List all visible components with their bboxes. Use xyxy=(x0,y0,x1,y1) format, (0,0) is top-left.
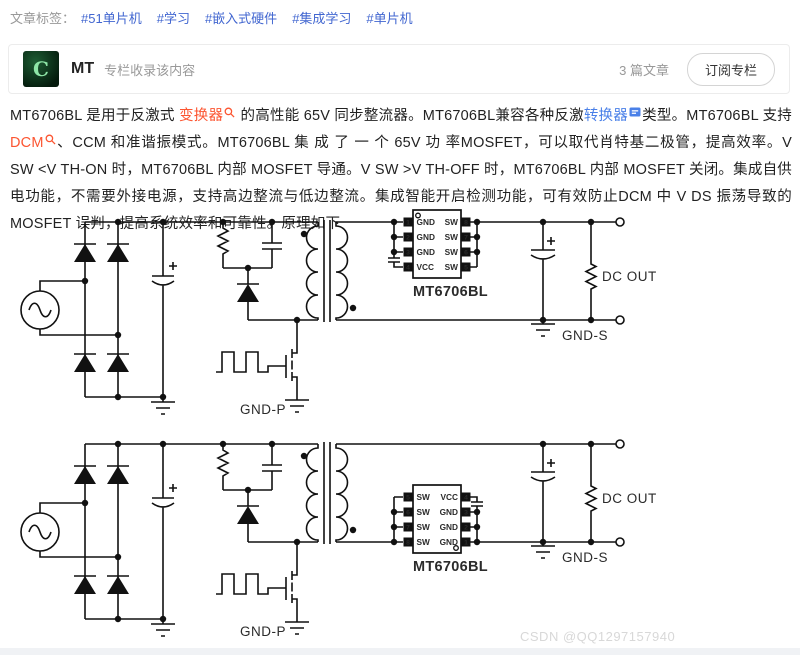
watermark: CSDN @QQ1297157940 xyxy=(520,629,676,644)
pin-number: 6 xyxy=(406,510,410,517)
column-name[interactable]: MT xyxy=(71,60,95,77)
pin-label: SW xyxy=(445,247,459,257)
inline-link[interactable]: 变换器 xyxy=(179,107,236,124)
pin-number: 3 xyxy=(464,510,468,517)
chip-2-name: MT6706BL xyxy=(413,559,488,575)
article-tag[interactable]: #集成学习 xyxy=(292,11,352,26)
pin-box xyxy=(461,262,471,272)
chip-2 xyxy=(412,484,462,554)
pin-label: SW xyxy=(445,262,459,272)
pin-number: 4 xyxy=(406,265,410,272)
pin-label: VCC xyxy=(417,262,435,272)
pin-box xyxy=(403,262,413,272)
article-paragraph: MT6706BL 是用于反激式 变换器 的高性能 65V 同步整流器。MT670… xyxy=(10,103,792,238)
paragraph-text: 的高性能 65V 同步整流器。MT6706BL兼容各种反激 xyxy=(236,108,584,124)
article-tag[interactable]: #单片机 xyxy=(366,11,413,26)
pin1-marker-icon xyxy=(453,545,459,551)
gnd-p-label: GND-P xyxy=(240,624,286,639)
pin-label: SW xyxy=(417,507,431,517)
pin-number: 5 xyxy=(406,495,410,502)
article-tags-row: 文章标签： #51单片机 #学习 #嵌入式硬件 #集成学习 #单片机 xyxy=(10,8,428,27)
pin-box xyxy=(403,247,413,257)
pin-box xyxy=(403,492,413,502)
pin-box xyxy=(403,522,413,532)
paragraph-text: 、CCM 和准谐振模式。MT6706BL 集 成 了 一 个 65V 功 率MO… xyxy=(10,135,792,232)
pin-label: SW xyxy=(417,522,431,532)
pin-box xyxy=(461,507,471,517)
tags-label: 文章标签： xyxy=(10,11,76,26)
article-tag[interactable]: #51单片机 xyxy=(81,11,142,26)
paragraph-text: MT6706BL 是用于反激式 xyxy=(10,108,179,124)
pin-box xyxy=(461,492,471,502)
dc-out-label: DC OUT xyxy=(602,491,657,506)
gnd-p-label: GND-P xyxy=(240,402,286,417)
pin-number: 8 xyxy=(406,540,410,547)
article-tag[interactable]: #学习 xyxy=(156,11,190,26)
avatar[interactable]: C xyxy=(23,51,59,87)
gnd-s-label: GND-S xyxy=(562,328,608,343)
gnd-s-label: GND-S xyxy=(562,550,608,565)
inline-link[interactable]: DCM xyxy=(10,134,57,151)
subscribe-button[interactable]: 订阅专栏 xyxy=(686,52,775,86)
page-bottom-strip xyxy=(0,648,800,655)
pin-label: GND xyxy=(440,522,458,532)
pin-number: 7 xyxy=(406,525,410,532)
article-count: 3 篇文章 xyxy=(619,62,669,78)
link-card-icon xyxy=(628,107,642,124)
dc-out-label: DC OUT xyxy=(602,269,657,284)
tag-list: #51单片机 #学习 #嵌入式硬件 #集成学习 #单片机 xyxy=(81,8,428,27)
pin-label: SW xyxy=(417,492,431,502)
inline-link[interactable]: 转换器 xyxy=(584,107,642,124)
pin-number: 5 xyxy=(464,265,468,272)
pin-number: 1 xyxy=(464,540,468,547)
column-desc: 专栏收录该内容 xyxy=(104,62,196,78)
pin-label: GND xyxy=(417,247,435,257)
search-icon xyxy=(44,134,57,151)
pin-box xyxy=(461,522,471,532)
article-tag[interactable]: #嵌入式硬件 xyxy=(204,11,278,26)
search-icon xyxy=(223,107,236,124)
pin-box xyxy=(461,537,471,547)
pin-box xyxy=(461,247,471,257)
column-card: C MT 专栏收录该内容 3 篇文章 订阅专栏 xyxy=(8,44,790,94)
pin-box xyxy=(403,537,413,547)
pin-label: VCC xyxy=(440,492,458,502)
output-terminal xyxy=(615,315,625,325)
pin-number: 2 xyxy=(464,525,468,532)
pin-label: GND xyxy=(440,537,458,547)
output-terminal xyxy=(615,439,625,449)
paragraph-text: 类型。MT6706BL 支持 xyxy=(642,108,793,124)
pin-label: GND xyxy=(440,507,458,517)
chip-1-name: MT6706BL xyxy=(413,284,488,300)
pin-label: SW xyxy=(417,537,431,547)
pin-number: 4 xyxy=(464,495,468,502)
pin-number: 3 xyxy=(406,250,410,257)
pin-box xyxy=(403,507,413,517)
pin-number: 6 xyxy=(464,250,468,257)
output-terminal xyxy=(615,537,625,547)
